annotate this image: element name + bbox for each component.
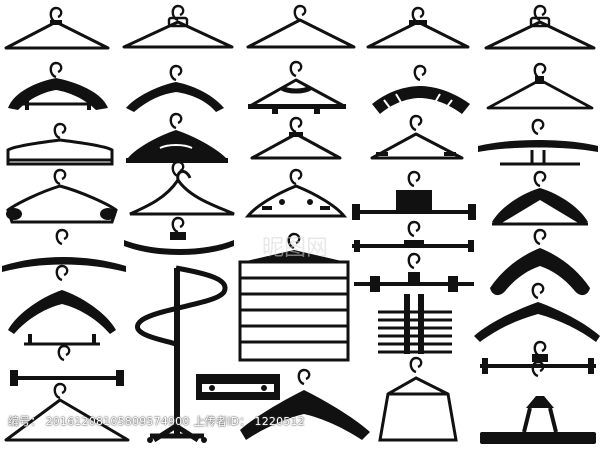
- hanger-padded-twist: [372, 64, 470, 114]
- hanger-curved-bar: [124, 216, 234, 255]
- hanger-curved-long: [2, 228, 126, 272]
- hanger-curved-arm: [126, 64, 224, 112]
- hanger-clip-bar-small: [352, 220, 474, 252]
- hanger-wide-curved: [478, 118, 598, 166]
- hanger-shaped-hook: [490, 228, 590, 296]
- watermark-uploader-value: 1220512: [254, 415, 305, 428]
- hanger-thin-triangle: [486, 62, 594, 110]
- hanger-wire-notched: [4, 6, 110, 50]
- hanger-clip-bar-lower: [480, 340, 596, 374]
- hanger-spiral-stand: [135, 265, 228, 443]
- hanger-heavy-shoulder: [480, 360, 596, 444]
- hanger-wire-bottom: [4, 382, 130, 442]
- hanger-bag-hanger: [378, 356, 458, 442]
- hanger-notched-outline: [244, 168, 348, 218]
- hanger-wire-tag: [122, 4, 234, 49]
- hanger-trouser-bar: [6, 122, 114, 166]
- hanger-slack-rack: [8, 264, 116, 346]
- hanger-triangle-bar: [126, 112, 228, 163]
- hanger-wire-bar: [250, 116, 342, 160]
- hanger-shaped-bottom: [240, 368, 370, 440]
- hanger-box-clip: [196, 374, 280, 400]
- hanger-shaped-shoulder: [6, 168, 118, 224]
- hanger-clip-base: [10, 344, 124, 386]
- hanger-clip-bar-wide: [354, 252, 474, 292]
- hanger-wire-tag-2: [484, 4, 596, 50]
- hanger-wooden-bar: [378, 294, 452, 354]
- hanger-shaped-arm-2: [474, 282, 600, 342]
- hanger-flat-arm: [492, 170, 588, 226]
- watermark-id-value: 20161208105809574900: [45, 415, 190, 428]
- hanger-multi-tier: [238, 232, 350, 362]
- watermark-id-label: 编号：: [8, 415, 42, 428]
- hanger-wire-clip: [366, 6, 470, 49]
- hanger-wire-notched-bar: [370, 114, 464, 160]
- watermark-uploader-label: 上传者ID：: [193, 415, 251, 428]
- hanger-clip-bar: [352, 170, 476, 220]
- hanger-wire-plain: [246, 4, 356, 49]
- hanger-plastic-notched: [248, 60, 346, 114]
- hanger-outline-wire: [129, 160, 235, 216]
- hanger-shoulder-bar: [8, 61, 108, 110]
